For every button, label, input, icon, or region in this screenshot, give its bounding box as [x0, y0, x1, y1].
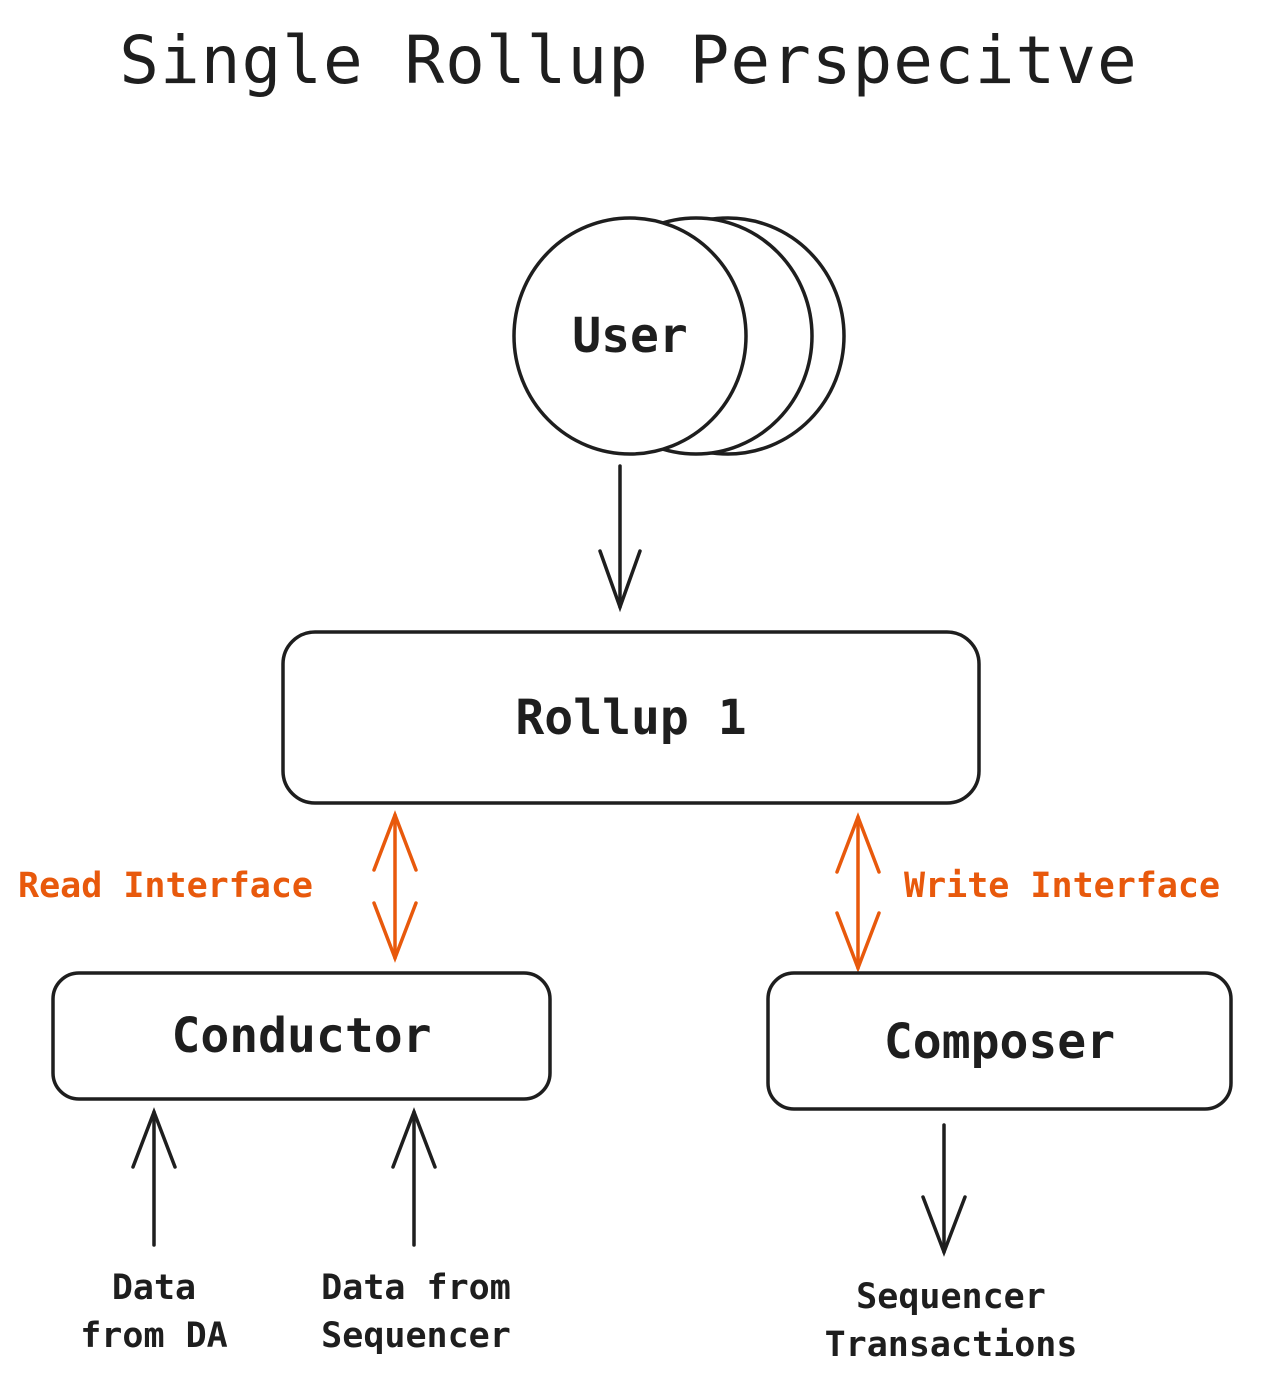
write-interface-label: Write Interface [904, 866, 1221, 906]
data-from-da-arrow [131, 1107, 177, 1247]
rollup-label: Rollup 1 [515, 690, 747, 746]
user-stack [512, 216, 846, 456]
sequencer-transactions-label: Sequencer Transactions [824, 1277, 1078, 1365]
data-from-sequencer-arrow [391, 1107, 437, 1247]
write-interface-arrow [835, 812, 881, 973]
sequencer-transactions-arrow [921, 1123, 967, 1257]
data-from-da-label: Data from DA [80, 1268, 228, 1356]
conductor-label: Conductor [171, 1008, 432, 1064]
user-to-rollup-arrow [598, 464, 642, 613]
composer-label: Composer [883, 1014, 1116, 1070]
read-interface-arrow [372, 810, 418, 963]
composer-box [766, 971, 1233, 1111]
read-interface-label: Read Interface [18, 866, 314, 906]
data-from-sequencer-label: Data from Sequencer [321, 1268, 511, 1356]
conductor-box [51, 971, 552, 1101]
user-label: User [572, 308, 688, 364]
page-title: Single Rollup Perspecitve [119, 22, 1138, 99]
user-circle-front [512, 216, 748, 456]
rollup-box [281, 630, 981, 805]
